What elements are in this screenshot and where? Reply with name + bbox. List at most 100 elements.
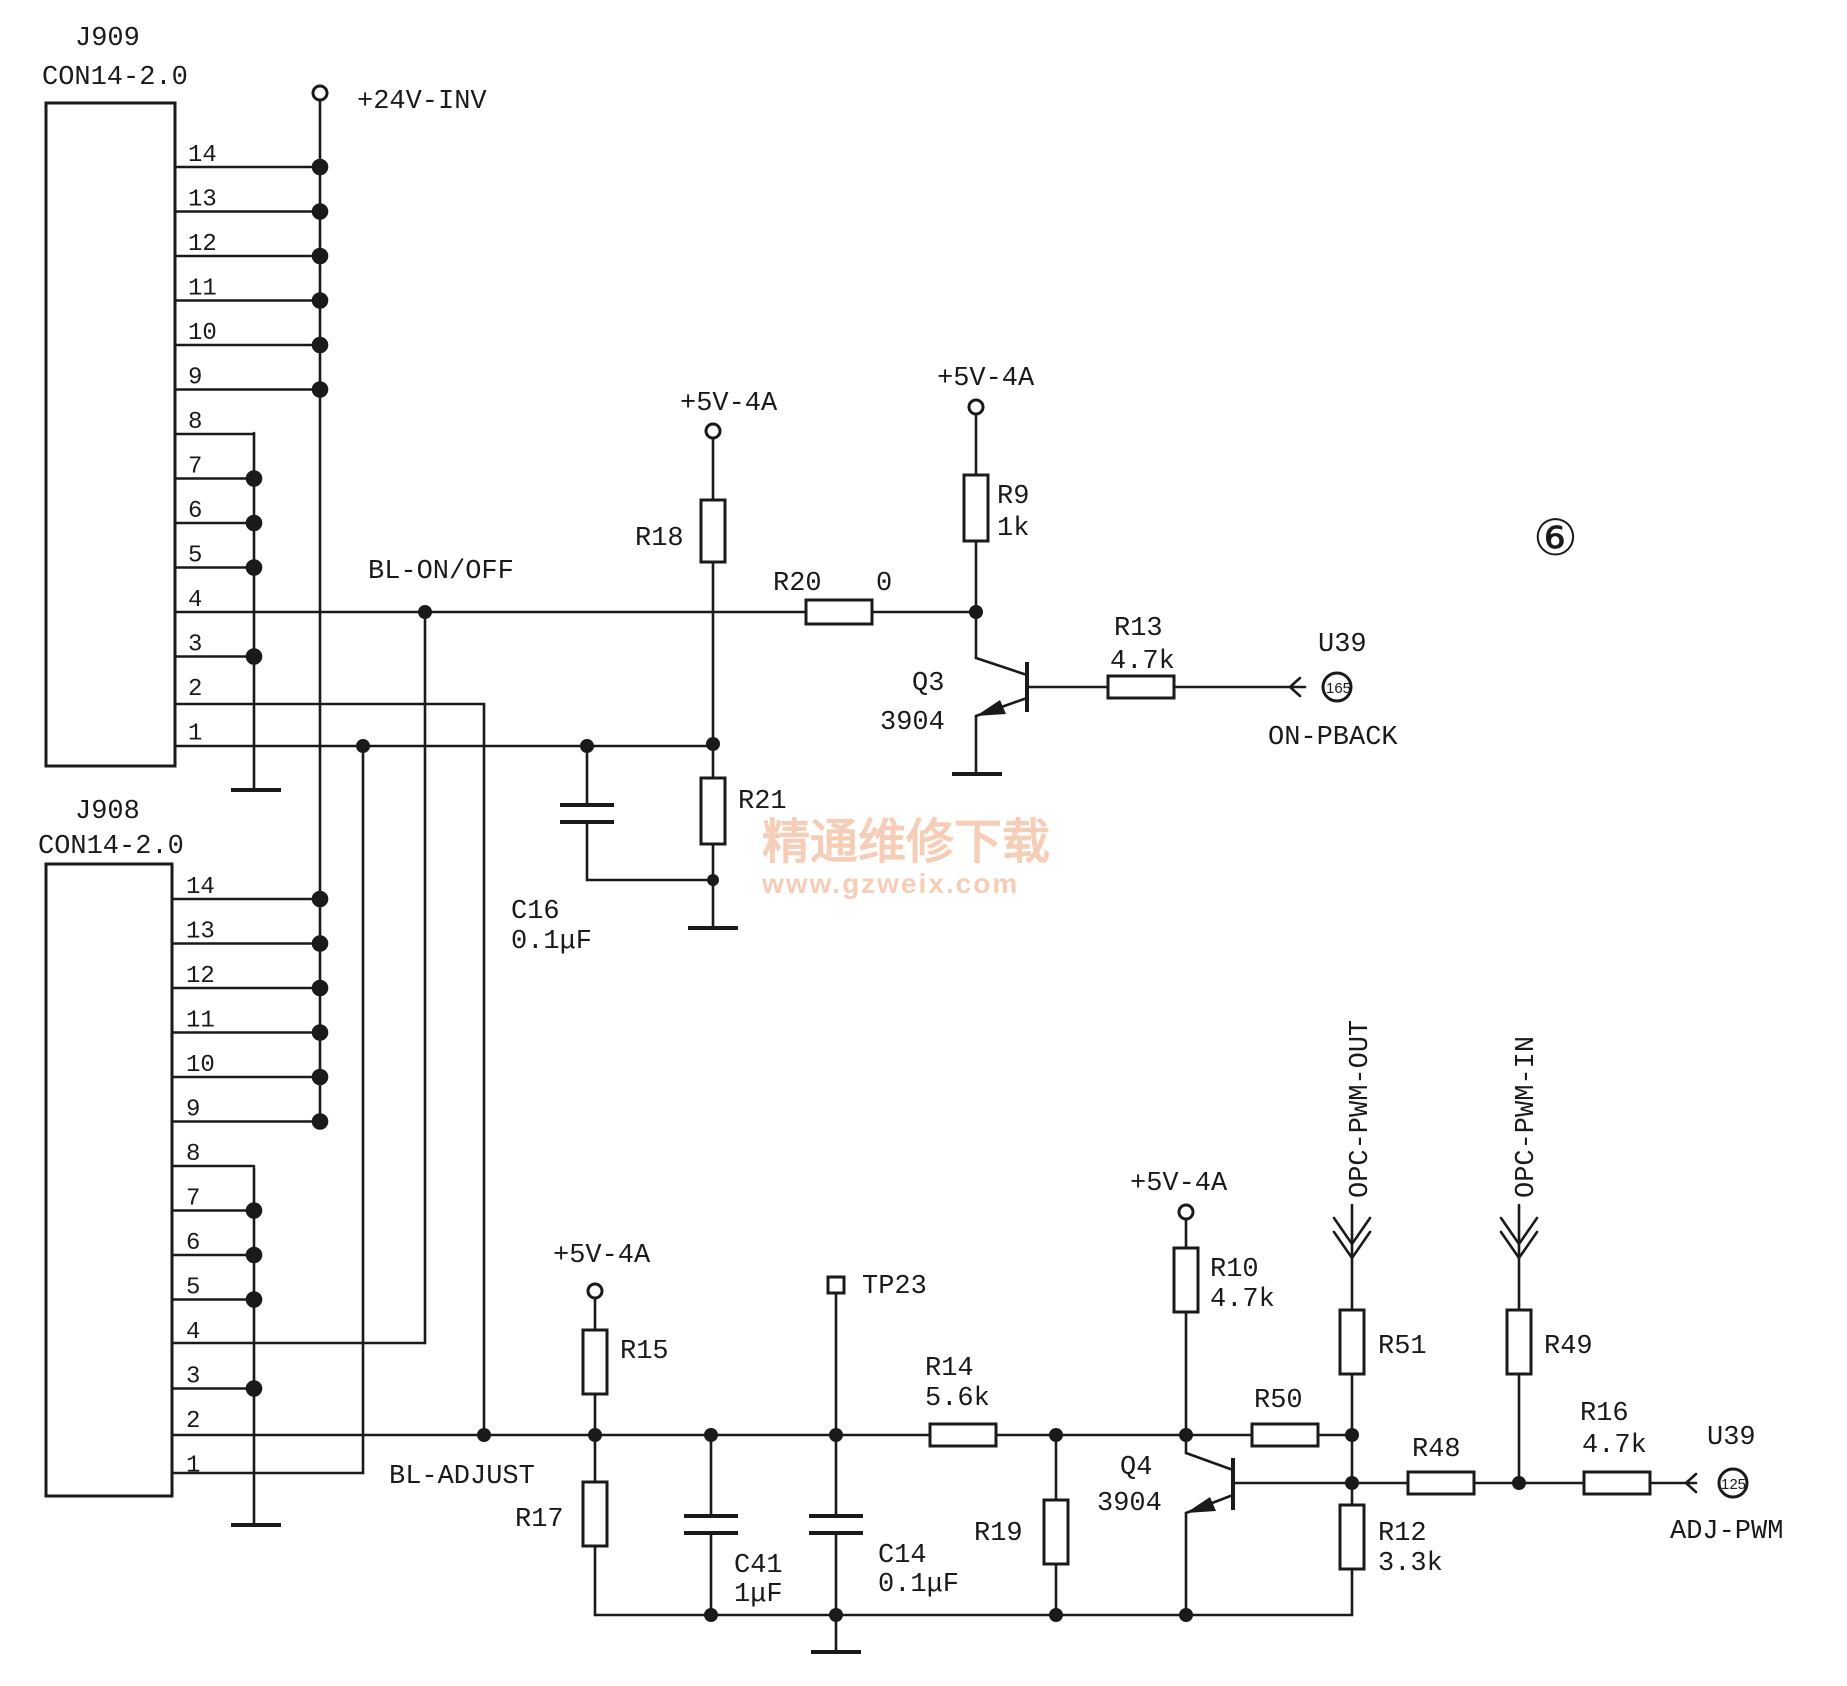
supply-5v-r15-label: +5V-4A: [553, 1241, 651, 1271]
connector-ground-buses: [231, 431, 281, 1527]
c16-ref: C16: [511, 897, 560, 927]
j909-pin-11-label: 11: [188, 276, 217, 303]
resistor-r9: [962, 473, 990, 543]
supply-5v-r9-label: +5V-4A: [937, 364, 1035, 394]
net-opc-pwm-out-label: OPC-PWM-OUT: [1346, 1020, 1376, 1198]
j909-pin-7-label: 7: [188, 454, 202, 481]
r15-ref: R15: [620, 1337, 669, 1367]
resistor-r10: [1172, 1246, 1200, 1314]
q3-ref: Q3: [912, 669, 944, 699]
q4-value: 3904: [1097, 1489, 1162, 1519]
page-marker: ⑥: [1533, 509, 1578, 567]
supply-5v-r18-label: +5V-4A: [680, 389, 778, 419]
net-on-pback-label: ON-PBACK: [1268, 723, 1398, 753]
c41-ref: C41: [734, 1551, 783, 1581]
j909-pin-4-label: 4: [188, 587, 202, 614]
resistor-r13: [1106, 674, 1176, 700]
r14-ref: R14: [925, 1354, 974, 1384]
j908-pin-13-label: 13: [186, 919, 215, 946]
resistor-r51: [1338, 1308, 1366, 1376]
watermark-cn: 精通维修下载: [762, 814, 1050, 870]
tp23-label: TP23: [862, 1272, 927, 1302]
j909-type: CON14-2.0: [42, 63, 188, 93]
r49-ref: R49: [1544, 1332, 1593, 1362]
q4-ref: Q4: [1120, 1453, 1152, 1483]
j909-ref: J909: [75, 24, 140, 54]
watermark-url: www.gzweix.com: [761, 868, 1019, 899]
c41-value: 1μF: [734, 1580, 783, 1610]
transistor-q4: [1184, 1451, 1410, 1617]
j909-pin-8-label: 8: [188, 409, 202, 436]
resistor-r19: [1042, 1498, 1070, 1566]
net-bl-on-off-label: BL-ON/OFF: [368, 557, 514, 587]
net-opc-pwm-out: OPC-PWM-OUT: [1332, 1020, 1376, 1312]
u39-pin-165-label: 165: [1326, 680, 1351, 697]
capacitor-c14: [809, 1514, 863, 1654]
j909-pin-12-label: 12: [188, 231, 217, 258]
resistor-r16: [1582, 1470, 1652, 1496]
j908-pin-7-label: 7: [186, 1186, 200, 1213]
j908-pin-12-label: 12: [186, 963, 215, 990]
j908-pin-6-label: 6: [186, 1230, 200, 1257]
u39-pin-125: [1717, 1467, 1749, 1499]
supply-5v-r15: +5V-4A: [553, 1241, 651, 1300]
q3-value: 3904: [880, 708, 945, 738]
j909-body: [44, 101, 177, 768]
net-bl-adjust-label: BL-ADJUST: [389, 1462, 535, 1492]
j908-type: CON14-2.0: [38, 832, 184, 862]
r19-ref: R19: [974, 1519, 1023, 1549]
supply-24v-inv: +24V-INV: [311, 84, 487, 1124]
j909-pin-13-label: 13: [188, 187, 217, 214]
j908-pin-3-label: 3: [186, 1364, 200, 1391]
capacitor-c16: [560, 744, 715, 882]
j908-pin-11-label: 11: [186, 1008, 215, 1035]
resistor-r50: [1250, 1422, 1320, 1448]
testpoint-tp23: [826, 1275, 846, 1295]
r50-ref: R50: [1254, 1386, 1303, 1416]
u39-pin-125-label: 125: [1721, 1476, 1746, 1493]
j909-pin-5-label: 5: [188, 543, 202, 570]
j908-ref: J908: [75, 797, 140, 827]
r20-value: 0: [876, 569, 892, 599]
r21-ref: R21: [738, 787, 787, 817]
r12-value: 3.3k: [1378, 1549, 1443, 1579]
u39-pin-165: [1321, 671, 1353, 703]
j908-pin-1-label: 1: [186, 1453, 200, 1480]
resistor-r15: [581, 1328, 609, 1396]
supply-24v-inv-label: +24V-INV: [357, 87, 487, 117]
j908-pin-14-label: 14: [186, 874, 215, 901]
j908-pin-10-label: 10: [186, 1052, 215, 1079]
resistor-r49: [1505, 1308, 1533, 1376]
j909-pin-3-label: 3: [188, 632, 202, 659]
resistor-r18: [699, 498, 727, 564]
j909-pin-6-label: 6: [188, 498, 202, 525]
j908-pin-2-label: 2: [186, 1408, 200, 1435]
net-adj-pwm-label: ADJ-PWM: [1670, 1517, 1783, 1547]
net-opc-pwm-in: OPC-PWM-IN: [1499, 1036, 1542, 1312]
net-bl-on-off: BL-ON/OFF: [170, 557, 978, 1345]
r9-value: 1k: [997, 514, 1029, 544]
j909-pin-2-label: 2: [188, 676, 202, 703]
r10-ref: R10: [1210, 1255, 1259, 1285]
r16-ref: R16: [1580, 1399, 1629, 1429]
r18-ref: R18: [635, 524, 684, 554]
c14-value: 0.1μF: [878, 1570, 959, 1600]
resistor-r20: [804, 598, 874, 626]
r13-value: 4.7k: [1110, 647, 1175, 677]
supply-5v-r10-label: +5V-4A: [1130, 1169, 1228, 1199]
r10-value: 4.7k: [1210, 1285, 1275, 1315]
c14-ref: C14: [878, 1541, 927, 1571]
r48-ref: R48: [1412, 1435, 1461, 1465]
supply-5v-r18: +5V-4A: [680, 389, 778, 440]
capacitor-c41: [684, 1433, 738, 1617]
transistor-q3: [952, 656, 1110, 776]
net-opc-pwm-in-label: OPC-PWM-IN: [1512, 1036, 1542, 1198]
u39-ref-top: U39: [1318, 630, 1367, 660]
r17-ref: R17: [515, 1505, 564, 1535]
r51-ref: R51: [1378, 1332, 1427, 1362]
c16-value: 0.1μF: [511, 927, 592, 957]
j908-body: [44, 862, 174, 1498]
